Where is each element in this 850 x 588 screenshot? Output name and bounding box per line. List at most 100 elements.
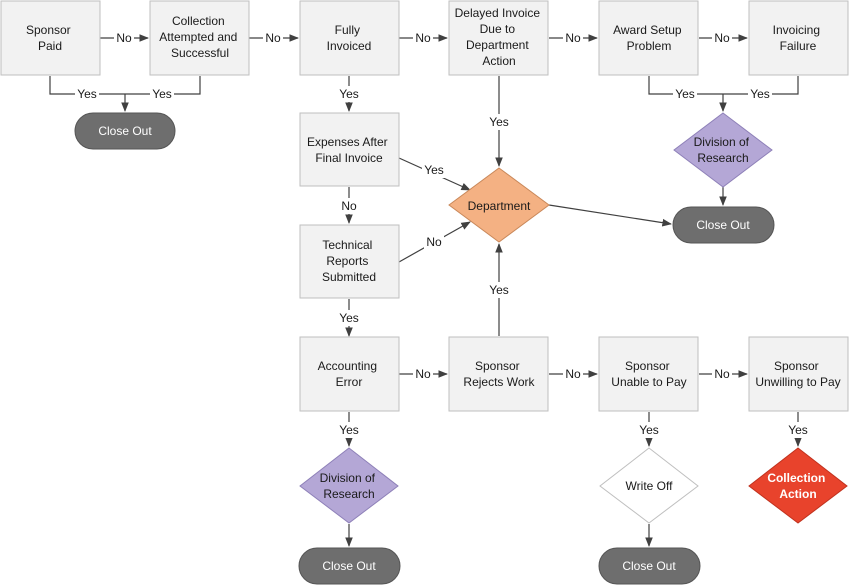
svg-text:Award Setup Problem: Award Setup Problem (613, 23, 685, 53)
node-technical-line: Technical (322, 238, 372, 252)
node-write-off-label: Write Off (626, 479, 674, 493)
node-expenses-line: Expenses After (307, 135, 388, 149)
svg-text:Collection Action: Collection Action (767, 471, 828, 501)
node-sponsor-paid-line: Paid (38, 39, 62, 53)
node-close-out-2[interactable]: Close Out (672, 206, 775, 244)
node-unable-line: Unable to Pay (611, 375, 686, 389)
svg-text:Sponsor Unable to Pay: Sponsor Unable to Pay (611, 359, 686, 389)
node-close-out-4-label: Close Out (622, 559, 676, 573)
node-rejects-line: Sponsor (475, 359, 520, 373)
edge-label-no: No (714, 31, 730, 45)
svg-text:Technical Reports: Technical Reports Submitted (322, 238, 376, 284)
node-expenses-after[interactable]: Expenses After Final Invoice (299, 112, 400, 187)
node-invoicing-failure-line: Failure (780, 39, 817, 53)
node-sponsor-rejects[interactable]: Sponsor Rejects Work (448, 336, 549, 412)
node-technical-line: Reports (326, 254, 368, 268)
node-expenses-line: Final Invoice (315, 151, 383, 165)
edge-label-yes: Yes (77, 87, 97, 101)
node-close-out-1[interactable]: Close Out (74, 112, 176, 150)
svg-text:Sponsor Paid: Sponsor Paid (26, 23, 74, 53)
edge-labels: No No No No No Yes Yes Yes Yes Yes Yes Y… (75, 30, 810, 438)
edge-label-yes: Yes (788, 423, 808, 437)
svg-text:Delayed Invoice Due to: Delayed Invoice Due to Department Action (455, 6, 544, 68)
svg-text:Invoicing Failure: Invoicing Failure (773, 23, 824, 53)
node-collection-attempted[interactable]: Collection Attempted and Successful (149, 0, 250, 76)
edge-paid-join (49, 76, 201, 95)
node-unwilling-line: Unwilling to Pay (755, 375, 840, 389)
svg-text:Fully Invoiced: Fully Invoiced (327, 23, 372, 53)
node-fully-invoiced-line: Fully (335, 23, 360, 37)
node-award-setup-line: Problem (627, 39, 672, 53)
svg-text:Sponsor Unwilling to P: Sponsor Unwilling to Pay (755, 359, 840, 389)
edge-label-no: No (265, 31, 281, 45)
node-fully-invoiced-line: Invoiced (327, 39, 372, 53)
edge-label-yes: Yes (424, 163, 444, 177)
node-division-2-line: Research (323, 487, 374, 501)
node-unable-line: Sponsor (625, 359, 670, 373)
node-division-research-2[interactable]: Division of Research (299, 447, 399, 524)
edge-label-no: No (415, 31, 431, 45)
edge-label-yes: Yes (152, 87, 172, 101)
node-collection-action[interactable]: Collection Action (748, 447, 848, 524)
node-technical-line: Submitted (322, 270, 376, 284)
edge-label-no: No (341, 199, 357, 213)
node-accounting-line: Accounting (318, 359, 377, 373)
edge-label-yes: Yes (339, 87, 359, 101)
node-collection-line: Collection (172, 14, 225, 28)
edge-label-no: No (415, 367, 431, 381)
edge-label-no: No (565, 367, 581, 381)
node-collection-line: Attempted and (159, 30, 237, 44)
node-award-setup[interactable]: Award Setup Problem (598, 0, 699, 76)
node-accounting-line: Error (336, 375, 363, 389)
edge-label-no: No (714, 367, 730, 381)
svg-text:Accounting Error: Accounting Error (318, 359, 381, 389)
svg-text:Expenses After Final I: Expenses After Final Invoice (307, 135, 391, 165)
node-sponsor-unwilling[interactable]: Sponsor Unwilling to Pay (748, 336, 849, 412)
node-collection-line: Successful (171, 46, 229, 60)
node-department-label: Department (468, 199, 531, 213)
edge-department-to-close-out-2 (548, 204, 672, 227)
node-fully-invoiced[interactable]: Fully Invoiced (299, 0, 400, 76)
edge-label-yes: Yes (339, 311, 359, 325)
svg-text:Sponsor Rejects Work: Sponsor Rejects Work (463, 359, 535, 389)
node-delayed-invoice[interactable]: Delayed Invoice Due to Department Action (448, 0, 549, 76)
node-close-out-1-label: Close Out (98, 124, 152, 138)
node-invoicing-failure[interactable]: Invoicing Failure (748, 0, 849, 76)
node-accounting-error[interactable]: Accounting Error (299, 336, 400, 412)
edge-label-no: No (426, 235, 442, 249)
node-close-out-3-label: Close Out (322, 559, 376, 573)
node-division-research-1[interactable]: Division of Research (673, 112, 773, 188)
edge-label-yes: Yes (675, 87, 695, 101)
edge-label-yes: Yes (489, 283, 509, 297)
edge-label-yes: Yes (639, 423, 659, 437)
node-sponsor-paid[interactable]: Sponsor Paid (0, 0, 101, 76)
node-division-1-line: Research (697, 151, 748, 165)
node-award-setup-line: Award Setup (613, 23, 682, 37)
node-division-1-line: Division of (694, 135, 750, 149)
node-department[interactable]: Department (448, 167, 550, 243)
node-close-out-3[interactable]: Close Out (298, 547, 401, 585)
node-rejects-line: Rejects Work (463, 375, 535, 389)
svg-text:Collection Attempted a: Collection Attempted and Successful (159, 14, 240, 60)
node-technical-reports[interactable]: Technical Reports Submitted (299, 224, 400, 299)
node-delayed-line: Department (466, 38, 529, 52)
edge-label-no: No (565, 31, 581, 45)
node-delayed-line: Delayed Invoice (455, 6, 541, 20)
node-delayed-line: Action (482, 54, 515, 68)
svg-text:Division of Research: Division of Research (694, 135, 753, 165)
edge-label-yes: Yes (750, 87, 770, 101)
node-collection-action-line: Collection (767, 471, 825, 485)
node-sponsor-paid-line: Sponsor (26, 23, 71, 37)
edge-label-yes: Yes (339, 423, 359, 437)
node-sponsor-unable[interactable]: Sponsor Unable to Pay (598, 336, 699, 412)
node-delayed-line: Due to (480, 22, 516, 36)
node-invoicing-failure-line: Invoicing (773, 23, 820, 37)
node-unwilling-line: Sponsor (774, 359, 819, 373)
node-collection-action-line: Action (779, 487, 816, 501)
node-close-out-2-label: Close Out (696, 218, 750, 232)
node-close-out-4[interactable]: Close Out (598, 547, 701, 585)
node-write-off[interactable]: Write Off (599, 447, 699, 524)
svg-text:Division of Research: Division of Research (320, 471, 379, 501)
